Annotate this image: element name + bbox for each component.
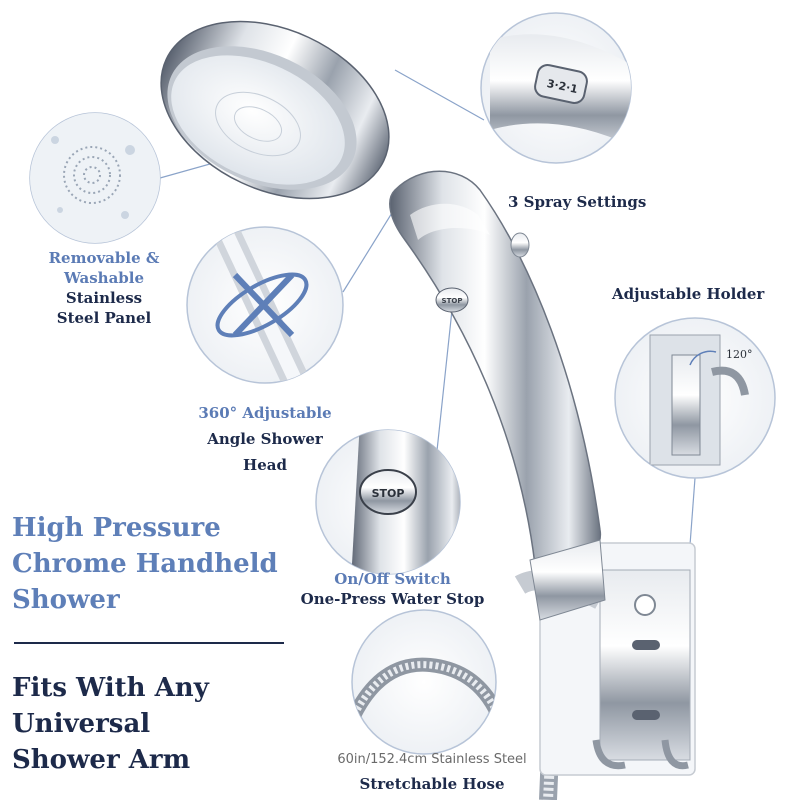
switch-line-1: On/Off Switch <box>334 570 451 588</box>
callout-angle-detail <box>186 226 344 384</box>
hose-name-label: Stretchable Hose <box>359 775 505 793</box>
angle-adjust-label: 360° Adjustable Angle Shower Head <box>180 400 350 478</box>
headline-primary-line-1: High Pressure <box>12 513 221 543</box>
switch-label: On/Off Switch One-Press Water Stop <box>280 569 505 609</box>
headline-primary-line-2: Chrome Handheld <box>12 549 278 579</box>
switch-line-2: One-Press Water Stop <box>300 590 485 608</box>
spray-settings-label: 3 Spray Settings <box>508 193 647 211</box>
callout-hose-detail <box>351 609 497 755</box>
shower-head <box>160 20 398 200</box>
adjustable-holder-label: Adjustable Holder <box>612 285 765 303</box>
removable-line-4: Steel Panel <box>56 309 152 327</box>
headline-secondary: Fits With Any Universal Shower Arm <box>12 670 209 778</box>
holder-angle-label: 120° <box>726 348 753 361</box>
shower-handle: STOP <box>389 170 606 621</box>
switch-stop-mark: STOP <box>372 487 405 500</box>
handle-stop-mark: STOP <box>442 297 463 305</box>
callout-holder-detail: 120° <box>614 317 776 479</box>
callout-panel-detail <box>29 112 161 244</box>
removable-line-2: Washable <box>63 269 145 287</box>
callout-spray-dial-detail: 3·2·1 <box>480 12 632 164</box>
angle-line-2: Angle Shower <box>207 430 323 448</box>
angle-line-1: 360° Adjustable <box>198 404 332 422</box>
spray-dial-mark: 3·2·1 <box>546 77 579 96</box>
removable-line-3: Stainless <box>65 289 143 307</box>
headline-primary-line-3: Shower <box>12 585 120 615</box>
removable-line-1: Removable & <box>48 249 160 267</box>
headline-divider <box>14 642 284 644</box>
headline-secondary-line-2: Universal <box>12 709 151 739</box>
hose-spec-label: 60in/152.4cm Stainless Steel <box>337 752 527 767</box>
headline-primary: High Pressure Chrome Handheld Shower <box>12 510 278 618</box>
headline-secondary-line-1: Fits With Any <box>12 673 209 703</box>
removable-panel-label: Removable & Washable Stainless Steel Pan… <box>30 248 178 328</box>
angle-line-3: Head <box>243 456 287 474</box>
headline-secondary-line-3: Shower Arm <box>12 745 191 775</box>
